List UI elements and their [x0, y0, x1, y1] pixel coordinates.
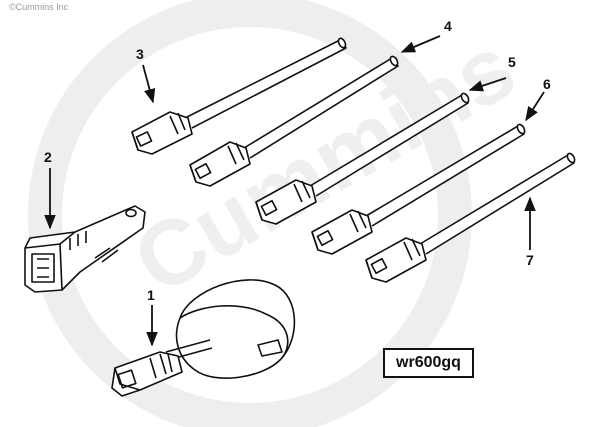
part-4-pigtail [189, 55, 399, 187]
part-5-pigtail [255, 92, 470, 225]
callout-5: 5 [508, 54, 516, 70]
arrow-4 [400, 35, 441, 53]
callout-6: 6 [543, 76, 551, 92]
copyright-notice: ©Cummins Inc [9, 2, 69, 12]
callout-3: 3 [136, 46, 144, 62]
callout-7: 7 [526, 252, 534, 268]
arrow-6 [525, 91, 545, 122]
callout-1: 1 [147, 287, 155, 303]
figure-id-label: wr600gq [383, 348, 474, 378]
part-1-connector-capsule [111, 279, 296, 397]
part-3-pigtail [131, 37, 347, 155]
part-2-connector-block [24, 205, 146, 293]
callout-4: 4 [444, 18, 452, 34]
leader-arrows [44, 35, 545, 347]
arrow-5 [468, 77, 507, 92]
part-6-pigtail [311, 123, 526, 255]
arrow-3 [142, 64, 156, 104]
callout-2: 2 [44, 149, 52, 165]
part-7-pigtail [365, 152, 576, 283]
